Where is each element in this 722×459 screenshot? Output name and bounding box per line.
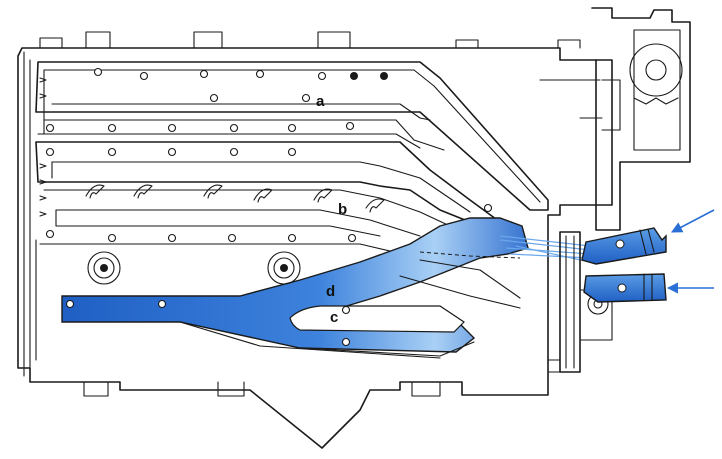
- nozzle-lower: [583, 273, 667, 303]
- flow-path: [61, 217, 529, 353]
- boss-center: [267, 251, 301, 285]
- label-c: c: [330, 309, 338, 326]
- left-edge-marks: [39, 77, 47, 217]
- chamber-a-outline: [35, 61, 549, 211]
- arrow-icon: [671, 209, 715, 233]
- housing-outline: [17, 31, 613, 449]
- label-a: a: [316, 93, 325, 110]
- flow-channel: [61, 217, 529, 359]
- rivet-holes: [45, 67, 493, 347]
- boss-left: [87, 251, 121, 285]
- label-d: d: [326, 283, 335, 300]
- mounting-bracket: [539, 7, 691, 231]
- label-b: b: [338, 201, 347, 218]
- chamber-c-inner: [289, 305, 465, 333]
- nozzle-upper: [581, 227, 667, 265]
